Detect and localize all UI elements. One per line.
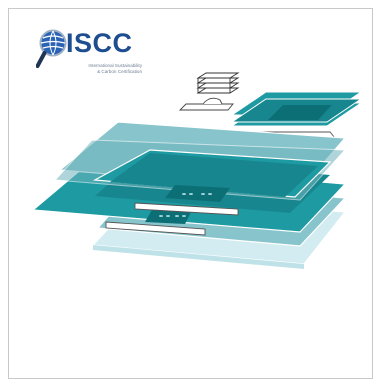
lower-white-bar bbox=[105, 221, 206, 236]
upper-inner-box bbox=[165, 185, 230, 202]
logo-subtitle-line1: International Sustainability bbox=[88, 63, 142, 68]
upper-box-marks bbox=[182, 193, 212, 195]
iscc-logo: ISCC International Sustainability & Carb… bbox=[36, 28, 146, 88]
upper-dark-inner bbox=[110, 153, 318, 197]
logo-subtitle-line2: & Carbon Certification bbox=[97, 69, 142, 74]
magnifier-globe-icon bbox=[36, 29, 67, 68]
document-stack-icon bbox=[196, 72, 240, 94]
logo-title: ISCC bbox=[66, 28, 133, 58]
lower-box-marks bbox=[159, 215, 186, 217]
logo-subtitle: International Sustainability & Carbon Ce… bbox=[62, 63, 142, 75]
open-book-icon bbox=[178, 97, 234, 111]
upper-white-bar bbox=[134, 202, 239, 216]
bottom-pale-plane-edge bbox=[93, 245, 304, 269]
